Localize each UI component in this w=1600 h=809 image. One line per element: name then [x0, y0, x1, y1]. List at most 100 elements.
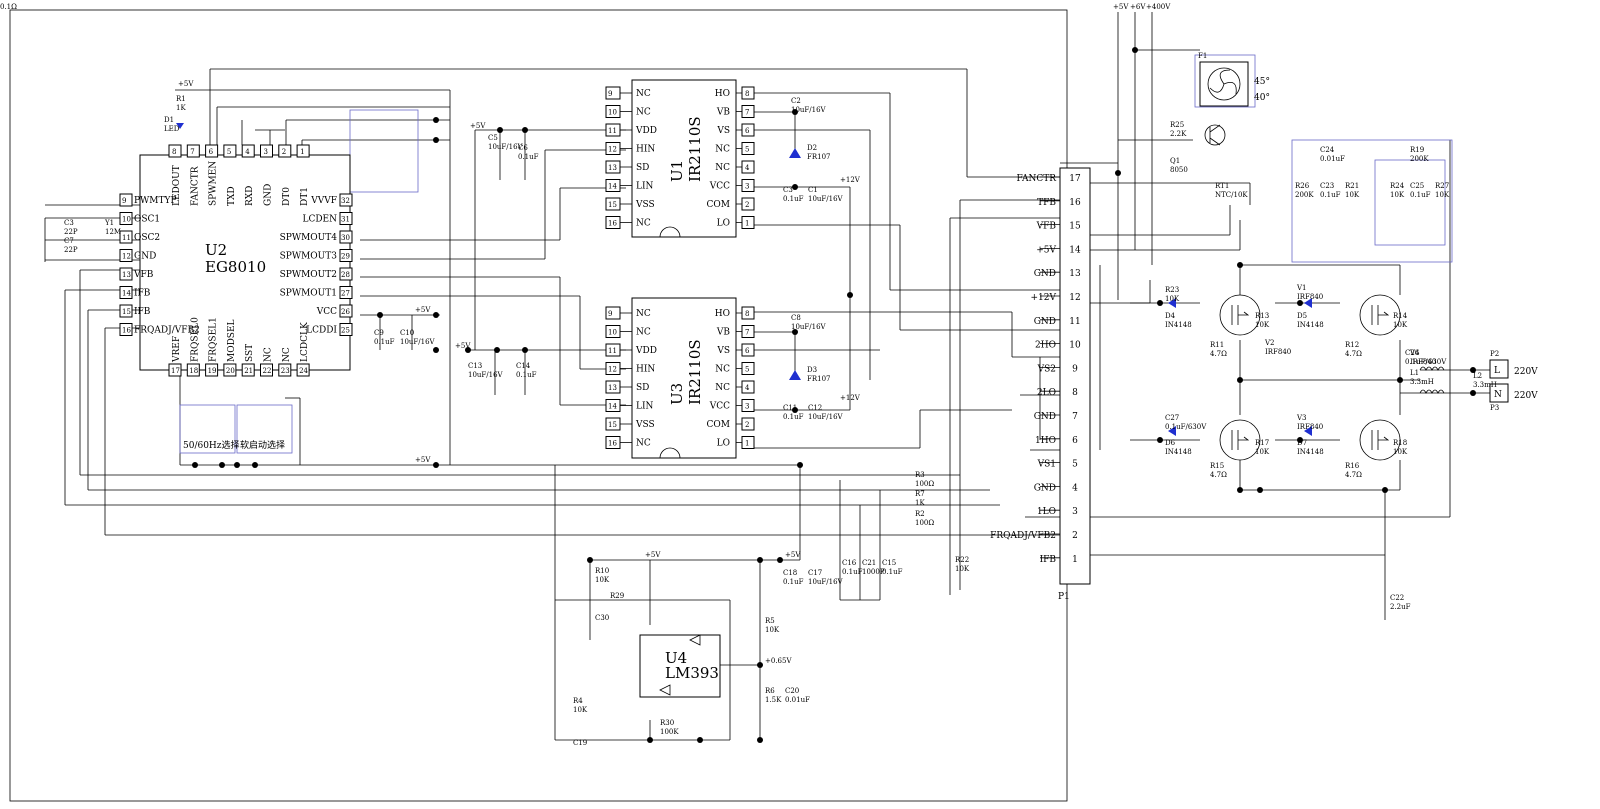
part-value: 10uF/16V	[468, 371, 504, 379]
u2-pin-num: 13	[122, 271, 131, 279]
part-value: 200K	[1410, 155, 1429, 163]
rail-cap-5v: +5V	[785, 551, 801, 559]
part-ref: R5	[765, 617, 775, 625]
u2-pin-num: 25	[341, 327, 350, 335]
u1-pin-name: NC	[715, 145, 730, 155]
u3-pin-11	[605, 343, 621, 357]
p1-pin-name: IFB	[1040, 555, 1057, 565]
u3-pin-name: SD	[636, 383, 649, 393]
part-ref: C25	[1410, 182, 1424, 190]
sub-boxes	[179, 54, 1453, 454]
u1-pin-14	[605, 179, 621, 192]
ic-u4: U4 LM393	[639, 634, 721, 698]
u2-pin-num: 31	[341, 216, 350, 224]
u2-pin-name: VCC	[316, 307, 337, 317]
p1-pin-num: 13	[1069, 269, 1081, 279]
part-value: 3.3mH	[1473, 381, 1497, 389]
p1-pin-name: 1LO	[1037, 507, 1056, 517]
part-value: 10K	[955, 565, 970, 573]
u2-pin-26	[339, 304, 353, 318]
part-ref: V4	[1409, 349, 1420, 357]
u2-pin-15	[119, 304, 133, 318]
u3-pin-num: 7	[745, 329, 749, 337]
part-r29: R29	[610, 592, 624, 600]
u1-pin-8	[741, 86, 755, 100]
part-value: 10K	[1165, 295, 1180, 303]
part-value: 0.1uF	[374, 338, 395, 346]
u1-pin-12	[605, 142, 621, 155]
u2-part: EG8010	[205, 258, 266, 276]
part-ref: C2	[791, 97, 801, 105]
part-value: 0.1uF	[882, 568, 903, 576]
part-value: 4.7Ω	[1210, 471, 1227, 479]
part-ref: Q1	[1170, 157, 1180, 165]
u3-pin-16	[605, 436, 621, 449]
part-ref: D1	[164, 116, 174, 124]
u3-pin-num: 8	[745, 310, 749, 318]
p1-pin-num: 10	[1069, 341, 1081, 351]
part-ref: R15	[1210, 462, 1224, 470]
part-value: 0.1uF	[842, 568, 863, 576]
u2-pin-name: SPWMEN	[209, 161, 219, 206]
part-value: 1000P	[862, 568, 885, 576]
part-value: IN4148	[1297, 321, 1324, 329]
p1-pin-name: +12V	[1031, 293, 1057, 303]
junction-dots	[192, 47, 1476, 743]
u2-pin-name: LCDCLK	[300, 322, 310, 362]
u3-pin-15	[605, 417, 621, 431]
part-c6: C60.1uF	[518, 144, 539, 161]
rail-u2-5v: +5V	[178, 80, 194, 88]
u3-pin-name: NC	[715, 383, 730, 393]
p1-pin-name: VFB	[1036, 222, 1057, 232]
u2-pin-18	[186, 363, 200, 377]
part-ref: C27	[1165, 414, 1179, 422]
part-value: 3.3mH	[1410, 378, 1434, 386]
u2-pin-num: 22	[263, 367, 272, 375]
u2-pin-num: 24	[299, 367, 308, 375]
p1-pin-num: 7	[1072, 412, 1078, 422]
u2-pin-7	[186, 144, 200, 158]
part-value: IRF840	[1297, 293, 1323, 301]
p1-pin-name: FANCTR	[1016, 174, 1056, 184]
part-value: 0.1uF/630V	[1165, 423, 1207, 431]
inductors	[1419, 366, 1445, 394]
soft-start-label: 软启动选择	[240, 439, 285, 451]
rail-top-5v: +5V	[1113, 3, 1129, 11]
part-ref: C3	[783, 186, 793, 194]
part-value: 10uF/16V	[488, 143, 524, 151]
rail-cmp-5v: +5V	[645, 551, 661, 559]
u3-pin-num: 10	[608, 329, 617, 337]
u1-pin-num: 6	[745, 127, 750, 135]
part-value: 0.1uF	[783, 578, 804, 586]
u1-pin-num: 16	[608, 220, 617, 228]
u1-pin-num: 7	[745, 109, 749, 117]
part-ref: R25	[1170, 121, 1184, 129]
u3-pin-name: VS	[716, 346, 730, 356]
u1-pin-num: 11	[608, 127, 617, 135]
u3-ref: U3	[668, 383, 686, 405]
u2-pin-name: NC	[264, 347, 274, 362]
part-ref: D5	[1297, 312, 1307, 320]
u3-pin-name: NC	[636, 309, 651, 319]
part-labels: R11KD1LEDC322PC722PY112MC510uF/16VC60.1u…	[0, 0, 1497, 747]
u3-pin-name: NC	[636, 328, 651, 338]
part-ref: D2	[807, 144, 817, 152]
u2-pin-num: 4	[245, 148, 250, 156]
u1-pin-name: NC	[636, 219, 651, 229]
part-ref: C1	[808, 186, 818, 194]
u3-pin-2	[741, 417, 755, 431]
part-value: 22P	[64, 246, 78, 254]
